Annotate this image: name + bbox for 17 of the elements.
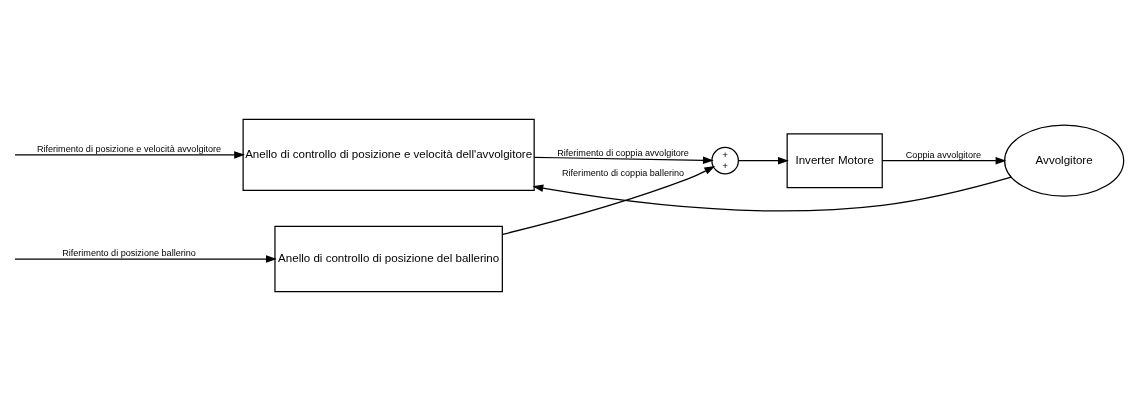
arrow <box>14 255 277 263</box>
edge-label: Riferimento di posizione ballerino <box>62 248 196 259</box>
node-box: Anello di controllo di posizione del ballerino <box>274 225 503 293</box>
node-ellipse: Avvolgitore <box>1004 124 1125 197</box>
arrow <box>737 156 789 165</box>
edge-label: Coppia avvolgitore <box>905 150 982 160</box>
arrow <box>501 165 716 235</box>
arrow <box>532 176 1012 212</box>
edge-label: Riferimento di posizione e velocità avvolgitore <box>36 144 222 155</box>
arrow <box>533 156 714 165</box>
arrow <box>881 156 1007 165</box>
edge-label: Riferimento di coppia avvolgitore <box>557 147 689 158</box>
edge-label: Riferimento di coppia ballerino <box>561 168 685 179</box>
arrow <box>14 151 245 159</box>
node-circle: + + <box>711 146 739 175</box>
node-box: Anello di controllo di posizione e velocità dell'avvolgitore <box>242 118 535 192</box>
node-box: Inverter Motore <box>786 133 883 189</box>
